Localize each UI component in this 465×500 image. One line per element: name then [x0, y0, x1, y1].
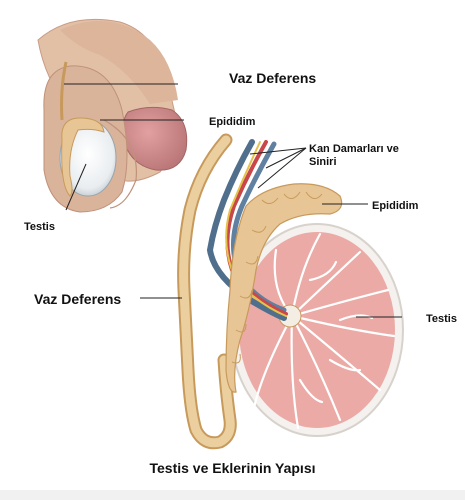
cross-section-view [177, 133, 404, 450]
inset-vas-deferens [60, 61, 68, 121]
label-kan-line1: Kan Damarları ve [309, 143, 399, 155]
label-epididim-right: Epididim [372, 200, 419, 212]
nerve [225, 141, 287, 317]
figure-caption: Testis ve Eklerinin Yapısı [149, 460, 316, 476]
bottom-strip [0, 490, 465, 500]
epididymis [225, 183, 343, 393]
label-epididim-top: Epididim [209, 116, 256, 128]
label-kan-damarlari: Kan Damarları ve Siniri [309, 143, 399, 169]
leader-kan-3 [257, 147, 307, 189]
leader-kan-1 [249, 147, 307, 155]
leader-testis-left [65, 163, 87, 211]
leader-kan-2 [265, 147, 307, 169]
inset-epididymis [61, 117, 105, 197]
label-vaz-deferens-left: Vaz Deferens [34, 291, 122, 307]
external-view-inset [37, 18, 188, 213]
label-kan-line2: Siniri [309, 156, 337, 168]
penis-shaft-upper [60, 21, 178, 105]
testis-tissue [239, 232, 395, 428]
vein [206, 139, 287, 321]
vas-deferens-fill [179, 135, 235, 448]
leader-lines [64, 83, 402, 318]
artery [225, 140, 288, 316]
label-vaz-deferens-top: Vaz Deferens [229, 70, 317, 86]
label-testis-left: Testis [24, 221, 55, 233]
label-testis-right: Testis [426, 313, 457, 325]
scrotum-fold [103, 119, 137, 209]
epididymis-coils [231, 191, 323, 364]
